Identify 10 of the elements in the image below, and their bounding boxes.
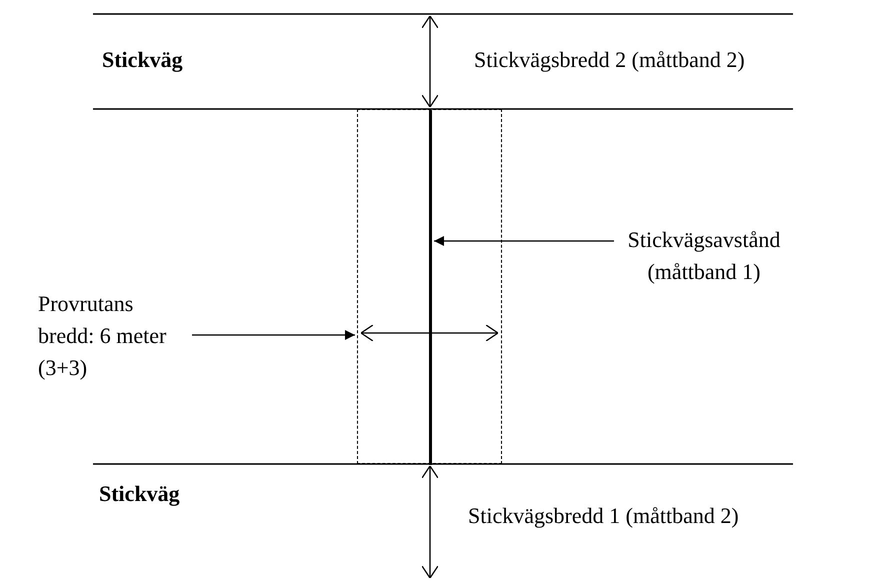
annotation-text: Stickvägsavstånd (måttband 1) <box>618 224 790 288</box>
leader-line <box>434 236 614 246</box>
sample-plot-outline <box>357 109 502 464</box>
dimension-label: Stickvägsbredd 2 (måttband 2) <box>473 46 746 74</box>
road-label: Stickväg <box>101 46 184 74</box>
dimension-label: Stickvägsbredd 1 (måttband 2) <box>467 502 740 530</box>
road-label: Stickväg <box>98 480 181 508</box>
leader-line <box>192 330 355 340</box>
strip-road-centre-line <box>429 110 432 465</box>
annotation-text: Provrutans bredd: 6 meter (3+3) <box>38 288 188 384</box>
